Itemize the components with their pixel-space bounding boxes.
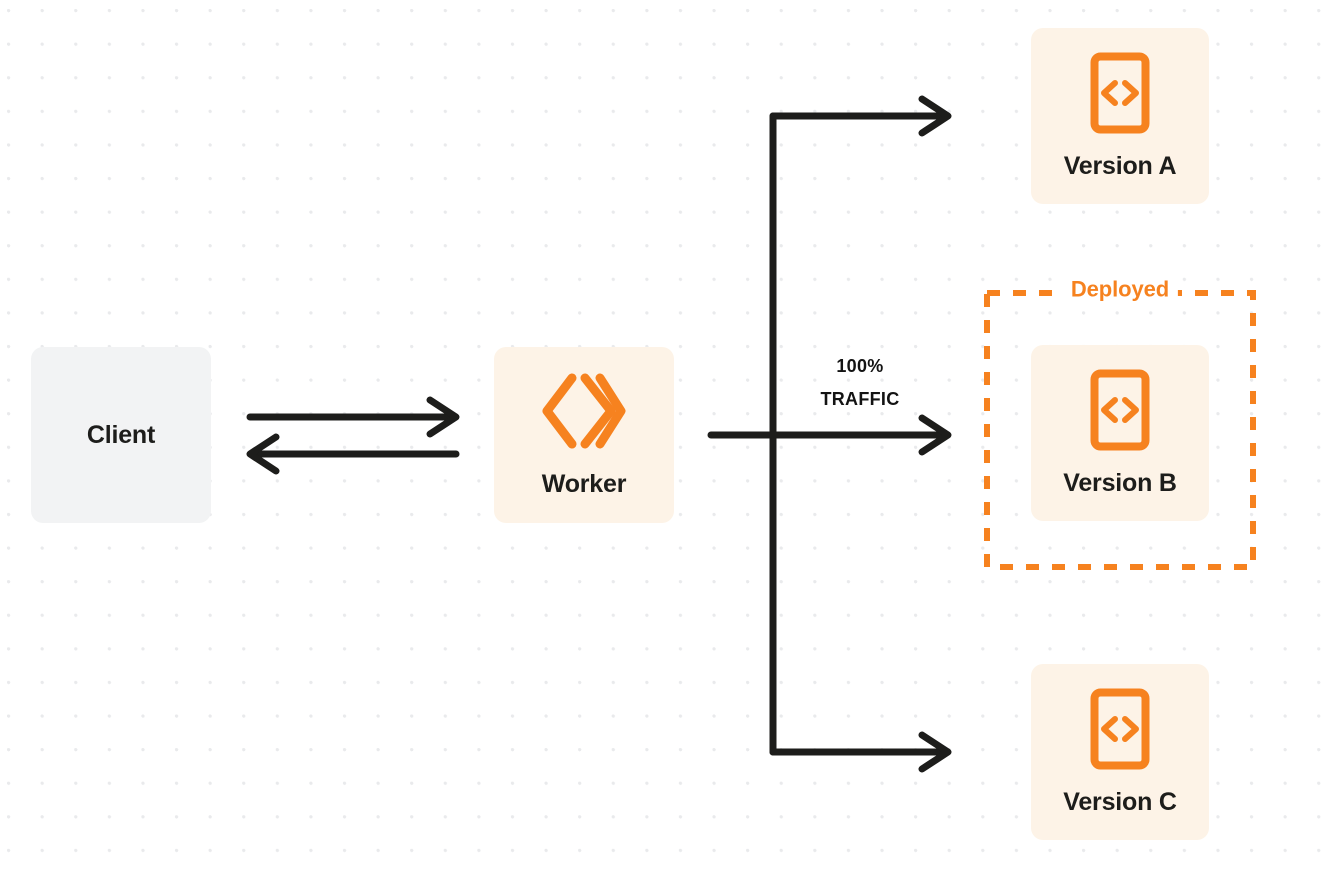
node-version-b-label: Version B — [1063, 468, 1177, 497]
code-brackets-icon — [1090, 369, 1150, 451]
traffic-percent: 100% — [836, 356, 884, 376]
connector-client-to-worker — [246, 396, 460, 438]
node-worker[interactable]: Worker — [494, 347, 674, 523]
code-brackets-icon — [1090, 52, 1150, 134]
traffic-unit: TRAFFIC — [820, 389, 900, 409]
node-worker-label: Worker — [541, 469, 627, 498]
node-version-c-label: Version C — [1063, 787, 1177, 816]
connector-worker-to-version-a — [769, 95, 952, 137]
deployed-group-label: Deployed — [1061, 276, 1179, 303]
node-client-label: Client — [86, 420, 156, 449]
connector-worker-to-version-b — [769, 414, 952, 456]
node-version-b[interactable]: Version B — [1031, 345, 1209, 521]
connector-worker-to-client — [246, 433, 460, 475]
node-version-a[interactable]: Version A — [1031, 28, 1209, 204]
cloudflare-workers-logo-icon — [541, 372, 627, 450]
node-client[interactable]: Client — [31, 347, 211, 523]
node-version-a-label: Version A — [1063, 151, 1177, 180]
code-brackets-icon — [1090, 688, 1150, 770]
node-version-c[interactable]: Version C — [1031, 664, 1209, 840]
connector-worker-to-version-c — [769, 731, 952, 773]
traffic-label: 100% TRAFFIC — [793, 350, 927, 416]
